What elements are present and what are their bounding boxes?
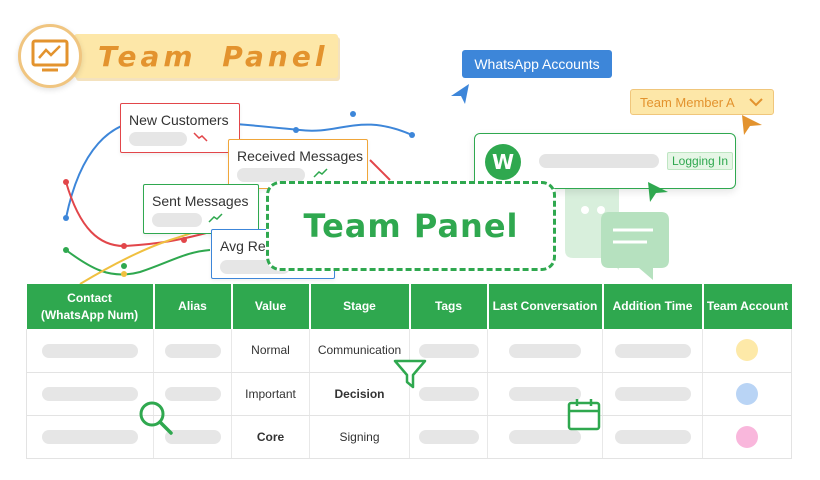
contact-cell bbox=[26, 415, 154, 460]
received-messages-card: Received Messages bbox=[228, 139, 368, 189]
team-account-cell bbox=[702, 415, 792, 460]
team-panel-card: Team Panel bbox=[266, 181, 556, 271]
new-customers-card: New Customers bbox=[120, 103, 240, 153]
account-name-placeholder bbox=[539, 154, 659, 168]
team-account-cell bbox=[702, 329, 792, 373]
header-banner: Team Panel bbox=[74, 34, 338, 78]
team-account-avatar bbox=[736, 425, 758, 448]
table-header-row: Contact (WhatsApp Num) Alias Value Stage… bbox=[26, 284, 792, 329]
last-conversation-cell bbox=[487, 329, 603, 373]
value-placeholder bbox=[237, 168, 305, 182]
received-messages-label: Received Messages bbox=[237, 148, 364, 164]
table-row[interactable]: Core Signing bbox=[26, 415, 792, 460]
trend-down-icon bbox=[193, 132, 208, 142]
stage-cell: Decision bbox=[309, 372, 410, 416]
stage-cell: Signing bbox=[309, 415, 410, 460]
addition-time-cell bbox=[602, 372, 703, 416]
cursor-arrow-icon bbox=[648, 182, 668, 202]
contact-cell bbox=[26, 329, 154, 373]
tags-cell bbox=[409, 372, 488, 416]
value-cell: Important bbox=[231, 372, 310, 416]
new-customers-label: New Customers bbox=[129, 112, 229, 128]
addition-time-cell bbox=[602, 415, 703, 460]
chevron-down-icon bbox=[749, 98, 763, 107]
team-member-dropdown[interactable]: Team Member A bbox=[630, 89, 774, 115]
alias-cell bbox=[153, 415, 232, 460]
column-header-value[interactable]: Value bbox=[231, 284, 311, 329]
contact-header-line1: Contact bbox=[67, 290, 112, 305]
addition-time-cell bbox=[602, 329, 703, 373]
stage-cell: Communication bbox=[309, 329, 410, 373]
sent-messages-card: Sent Messages bbox=[143, 184, 259, 234]
column-header-contact[interactable]: Contact (WhatsApp Num) bbox=[26, 284, 155, 329]
whatsapp-accounts-button[interactable]: WhatsApp Accounts bbox=[462, 50, 612, 78]
column-header-team-account[interactable]: Team Account bbox=[702, 284, 792, 329]
chat-bubbles-icon bbox=[565, 182, 669, 280]
table-row[interactable]: Normal Communication bbox=[26, 329, 792, 373]
whatsapp-account-card[interactable]: W Logging In bbox=[474, 133, 736, 189]
avg-response-label: Avg Re bbox=[220, 238, 266, 254]
contacts-table: Contact (WhatsApp Num) Alias Value Stage… bbox=[26, 284, 792, 460]
trend-up-icon bbox=[313, 168, 328, 178]
cursor-arrow-icon bbox=[451, 84, 469, 104]
calendar-icon[interactable] bbox=[565, 396, 603, 434]
value-cell: Core bbox=[231, 415, 310, 460]
value-placeholder bbox=[129, 132, 187, 146]
column-header-last-conversation[interactable]: Last Conversation bbox=[487, 284, 604, 329]
filter-icon[interactable] bbox=[392, 356, 428, 392]
column-header-addition-time[interactable]: Addition Time bbox=[602, 284, 704, 329]
column-header-alias[interactable]: Alias bbox=[153, 284, 233, 329]
status-badge: Logging In bbox=[667, 152, 734, 170]
tags-cell bbox=[409, 415, 488, 460]
team-account-cell bbox=[702, 372, 792, 416]
value-placeholder bbox=[152, 213, 202, 227]
team-account-avatar bbox=[736, 382, 758, 405]
whatsapp-accounts-label: WhatsApp Accounts bbox=[474, 56, 600, 72]
cursor-arrow-icon bbox=[742, 115, 762, 135]
contact-cell bbox=[26, 372, 154, 416]
alias-cell bbox=[153, 329, 232, 373]
whatsapp-logo-letter: W bbox=[491, 150, 515, 174]
search-icon[interactable] bbox=[136, 398, 176, 438]
table-row[interactable]: Important Decision bbox=[26, 372, 792, 416]
sent-messages-label: Sent Messages bbox=[152, 193, 249, 209]
trend-up-icon bbox=[208, 213, 223, 223]
team-panel-heading: Team Panel bbox=[303, 207, 519, 245]
whatsapp-logo-icon: W bbox=[485, 144, 521, 180]
status-badge-label: Logging In bbox=[672, 154, 729, 168]
monitor-chart-icon bbox=[18, 24, 82, 88]
column-header-stage[interactable]: Stage bbox=[309, 284, 411, 329]
team-account-avatar bbox=[736, 339, 758, 362]
page-title: Team Panel bbox=[98, 39, 329, 73]
contact-header-line2: (WhatsApp Num) bbox=[40, 307, 139, 322]
column-header-tags[interactable]: Tags bbox=[409, 284, 489, 329]
team-member-label: Team Member A bbox=[640, 94, 735, 110]
alias-cell bbox=[153, 372, 232, 416]
value-cell: Normal bbox=[231, 329, 310, 373]
